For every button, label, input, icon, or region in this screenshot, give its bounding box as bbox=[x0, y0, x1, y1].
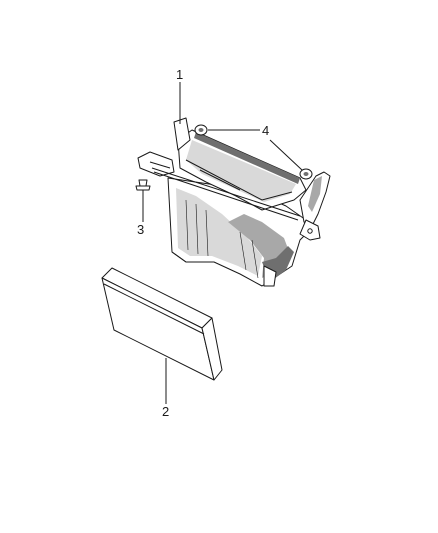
push-pin-fastener-icon bbox=[135, 179, 151, 196]
callout-4: 4 bbox=[262, 123, 269, 138]
callout-3: 3 bbox=[137, 222, 144, 237]
filter-housing-icon bbox=[137, 117, 331, 287]
air-filter-element-icon bbox=[101, 267, 223, 381]
callout-1: 1 bbox=[176, 67, 183, 82]
nut-fastener-icon bbox=[194, 124, 313, 180]
leader-lines bbox=[142, 82, 303, 404]
callout-2: 2 bbox=[162, 404, 169, 419]
